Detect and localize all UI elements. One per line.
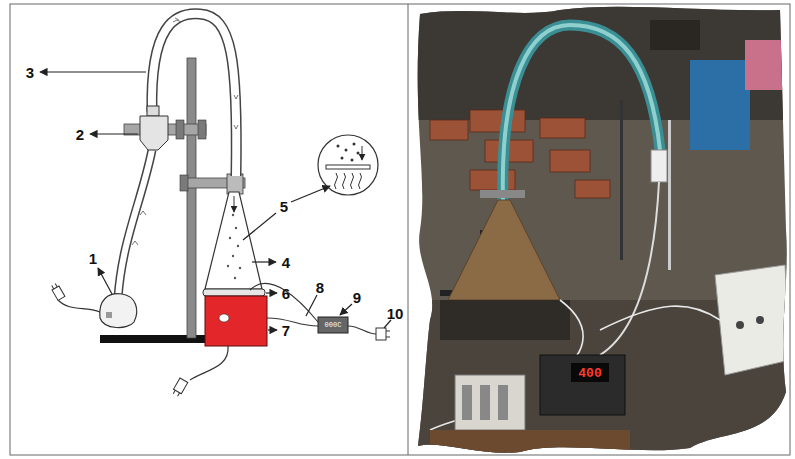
apparatus-photo: [412, 0, 795, 459]
schematic: [40, 14, 391, 397]
callout-number: 2: [76, 127, 84, 142]
callout-number: 8: [316, 280, 324, 295]
callout-number: 1: [89, 251, 97, 266]
callout-number: 3: [26, 65, 34, 80]
callout-number: 4: [282, 255, 290, 270]
callout-number: 7: [282, 323, 290, 338]
callout-number: 10: [387, 306, 404, 321]
display-reading: 000C: [325, 322, 342, 329]
callout-number: 5: [280, 199, 288, 214]
callout-number: 6: [282, 286, 290, 301]
display-reading: 400: [578, 367, 601, 380]
callout-number: 9: [353, 290, 361, 305]
